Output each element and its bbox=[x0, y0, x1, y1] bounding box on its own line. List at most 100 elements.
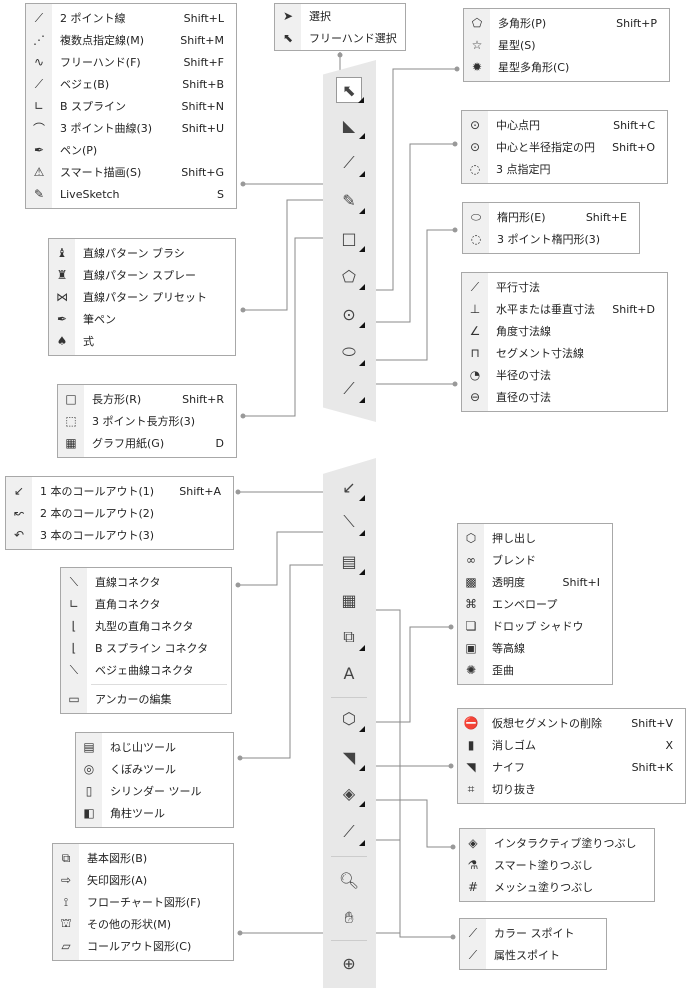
menu-item-arrow-shapes[interactable]: ⇨矢印図形(A) bbox=[53, 869, 233, 891]
menu-item-envelope[interactable]: ⌘エンベロープ bbox=[458, 593, 612, 615]
menu-item-screw[interactable]: ▤ねじ山ツール bbox=[76, 736, 233, 758]
menu-item-graph-paper[interactable]: ▦グラフ用紙(G)D bbox=[58, 432, 236, 454]
menu-item-ellipse[interactable]: ⬭楕円形(E)Shift+E bbox=[463, 206, 639, 228]
menu-item-freehand[interactable]: ∿フリーハンド(F)Shift+F bbox=[26, 51, 236, 73]
complex-star-icon: ✹ bbox=[471, 60, 483, 74]
menu-item-calligraphy-pen[interactable]: ✒筆ペン bbox=[49, 308, 235, 330]
rectangle-tool-button[interactable]: □ bbox=[336, 225, 365, 252]
connector-tools-flyout: ⟍直線コネクタ∟直角コネクタ⌊丸型の直角コネクタ⌊B スプライン コネクタ⟍ベジ… bbox=[60, 567, 232, 714]
menu-item-rounded-connector[interactable]: ⌊丸型の直角コネクタ bbox=[61, 615, 231, 637]
menu-item-drop-shadow[interactable]: ❏ドロップ シャドウ bbox=[458, 615, 612, 637]
menu-item-extrude[interactable]: ⬡押し出し bbox=[458, 527, 612, 549]
menu-item-line-pattern-spray[interactable]: ♜直線パターン スプレー bbox=[49, 264, 235, 286]
artistic-media-tool-button[interactable]: ✎ bbox=[336, 187, 365, 214]
menu-item-mesh-fill[interactable]: #メッシュ塗りつぶし bbox=[460, 876, 654, 898]
shape-tool-button[interactable]: ◣ bbox=[336, 112, 365, 139]
menu-item-pen[interactable]: ✒ペン(P) bbox=[26, 139, 236, 161]
menu-item-line-pattern-preset[interactable]: ⋈直線パターン プリセット bbox=[49, 286, 235, 308]
menu-item-complex-star[interactable]: ✹星型多角形(C) bbox=[464, 56, 669, 78]
menu-item-edit-anchor[interactable]: ▭アンカーの編集 bbox=[61, 688, 231, 710]
menu-item-1-segment-callout[interactable]: ↙1 本のコールアウト(1)Shift+A bbox=[6, 480, 233, 502]
menu-item-smart-fill[interactable]: ⚗スマート塗りつぶし bbox=[460, 854, 654, 876]
menu-item-3-point-curve[interactable]: ⌒3 ポイント曲線(3)Shift+U bbox=[26, 117, 236, 139]
effects-tool-button[interactable]: ⬡ bbox=[336, 705, 365, 732]
menu-item-b-spline-connector[interactable]: ⌊B スプライン コネクタ bbox=[61, 637, 231, 659]
eraser-icon: ▮ bbox=[467, 738, 475, 752]
connector-tool-icon: ⟍ bbox=[343, 512, 355, 531]
menu-item-3-point-rectangle[interactable]: ⬚3 ポイント長方形(3) bbox=[58, 410, 236, 432]
ellipse-tool-button[interactable]: ⬭ bbox=[336, 339, 365, 366]
line-pattern-brush-icon: ♝ bbox=[56, 246, 68, 260]
menu-item-3-point-ellipse[interactable]: ◌3 ポイント楕円形(3) bbox=[463, 228, 639, 250]
perfect-shapes-tool-button[interactable]: ⧉ bbox=[336, 624, 365, 651]
menu-item-straight-connector[interactable]: ⟍直線コネクタ bbox=[61, 571, 231, 593]
menu-item-attributes-eyedropper[interactable]: ⟋属性スポイト bbox=[460, 944, 606, 966]
menu-item-prism[interactable]: ◧角柱ツール bbox=[76, 802, 233, 824]
menu-item-distort[interactable]: ✺歪曲 bbox=[458, 659, 612, 681]
pan-tool-button[interactable]: ✋︎ bbox=[336, 905, 362, 931]
crop-tool-button[interactable]: ◥ bbox=[336, 744, 365, 771]
menu-item-smart-drawing[interactable]: ⚠スマート描画(S)Shift+G bbox=[26, 161, 236, 183]
menu-item-label: ブレンド bbox=[492, 554, 536, 567]
add-tool-button[interactable]: ⊕ bbox=[336, 950, 362, 976]
menu-item-callout-shapes[interactable]: ▱コールアウト図形(C) bbox=[53, 935, 233, 957]
menu-item-parallel-dimension[interactable]: ⟋平行寸法 bbox=[462, 276, 667, 298]
menu-item-label: 直線パターン ブラシ bbox=[83, 247, 185, 260]
menu-item-blend[interactable]: ∞ブレンド bbox=[458, 549, 612, 571]
menu-item-star[interactable]: ☆星型(S) bbox=[464, 34, 669, 56]
pick-tool-button[interactable]: ⬉ bbox=[336, 77, 364, 103]
menu-item-interactive-fill[interactable]: ◈インタラクティブ塗りつぶし bbox=[460, 832, 654, 854]
text-tool-button[interactable]: A bbox=[336, 660, 362, 686]
dimension-tool-button[interactable]: ⟋ bbox=[336, 376, 365, 403]
3-segment-callout-icon: ↶ bbox=[13, 528, 25, 542]
menu-item-cylinder[interactable]: ▯シリンダー ツール bbox=[76, 780, 233, 802]
menu-item-other-shapes[interactable]: ⛫その他の形状(M) bbox=[53, 913, 233, 935]
polygon-tool-button[interactable]: ⬠ bbox=[336, 263, 365, 290]
menu-item-diameter-dimension[interactable]: ⊖直径の寸法 bbox=[462, 386, 667, 408]
callout-tool-button[interactable]: ↙ bbox=[336, 474, 365, 501]
connector-tool-button[interactable]: ⟍ bbox=[336, 509, 365, 536]
menu-item-expression[interactable]: ♠式 bbox=[49, 330, 235, 352]
2-point-line-tool-button[interactable]: ⟋ bbox=[336, 150, 365, 177]
table-tool-button[interactable]: ▦ bbox=[336, 587, 362, 613]
menu-item-rectangle[interactable]: □長方形(R)Shift+R bbox=[58, 388, 236, 410]
menu-item-flowchart-shapes[interactable]: ⟟フローチャート図形(F) bbox=[53, 891, 233, 913]
menu-item-angular-dimension[interactable]: ∠角度寸法線 bbox=[462, 320, 667, 342]
circle-tool-button[interactable]: ⊙ bbox=[336, 301, 365, 328]
menu-item-polygon[interactable]: ⬠多角形(P)Shift+P bbox=[464, 12, 669, 34]
menu-item-3-point-circle[interactable]: ◌3 点指定円 bbox=[462, 158, 667, 180]
menu-item-basic-shapes[interactable]: ⧉基本図形(B) bbox=[53, 847, 233, 869]
menu-item-contour[interactable]: ▣等高線 bbox=[458, 637, 612, 659]
menu-item-crop[interactable]: ⌗切り抜き bbox=[458, 778, 685, 800]
menu-item-bezier-connector[interactable]: ⟍ベジェ曲線コネクタ bbox=[61, 659, 231, 681]
zoom-tool-button[interactable]: 🔍︎ bbox=[336, 867, 362, 893]
menu-item-pick-arrow[interactable]: ➤選択 bbox=[275, 5, 405, 27]
menu-item-bezier[interactable]: ⟋ベジェ(B)Shift+B bbox=[26, 73, 236, 95]
menu-item-label: ねじ山ツール bbox=[110, 741, 176, 754]
menu-item-2-segment-callout[interactable]: ↜2 本のコールアウト(2) bbox=[6, 502, 233, 524]
menu-item-freehand-pick[interactable]: ⬉フリーハンド選択 bbox=[275, 27, 405, 49]
cylinder-icon: ▯ bbox=[85, 784, 93, 798]
fill-tool-button[interactable]: ◈ bbox=[336, 780, 365, 807]
menu-item-right-angle-connector[interactable]: ∟直角コネクタ bbox=[61, 593, 231, 615]
menu-item-line-pattern-brush[interactable]: ♝ 直線パターン ブラシ bbox=[49, 242, 235, 264]
menu-item-segment-dimension[interactable]: ⊓セグメント寸法線 bbox=[462, 342, 667, 364]
menu-item-dent[interactable]: ◎くぼみツール bbox=[76, 758, 233, 780]
eyedropper-tool-button[interactable]: ⟋ bbox=[336, 819, 365, 846]
menu-item-color-eyedropper[interactable]: ⟋カラー スポイト bbox=[460, 922, 606, 944]
menu-item-radius-dimension[interactable]: ◔半径の寸法 bbox=[462, 364, 667, 386]
bezier-connector-icon: ⟍ bbox=[69, 662, 79, 677]
menu-item-3-segment-callout[interactable]: ↶3 本のコールアウト(3) bbox=[6, 524, 233, 546]
3d-shape-tool-button[interactable]: ▤ bbox=[336, 548, 365, 575]
menu-item-polyline[interactable]: ⋰複数点指定線(M)Shift+M bbox=[26, 29, 236, 51]
